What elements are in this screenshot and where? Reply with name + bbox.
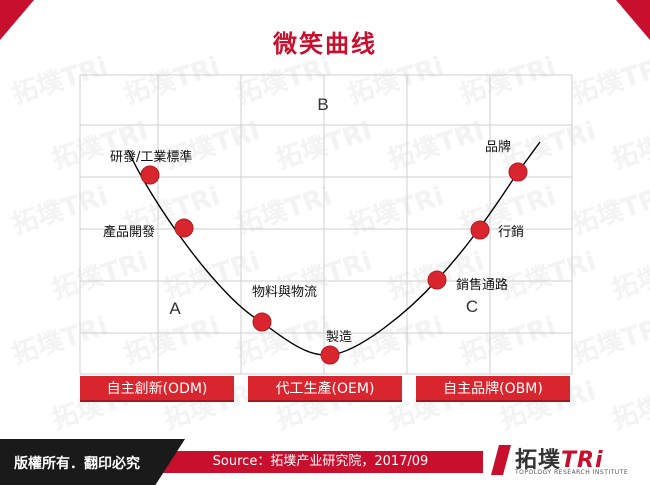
- curve-point-logistics: [252, 312, 272, 332]
- smile-curve: [127, 141, 541, 356]
- logo-chinese: 拓墣: [515, 448, 562, 473]
- region-label-a: A: [169, 299, 181, 318]
- footer: Source：拓墣产业研究院，2017/09 版權所有．翻印必究 拓墣TRi T…: [0, 439, 650, 485]
- logo-text: 拓墣TRi: [515, 442, 604, 474]
- logo-tri: TRi: [561, 448, 604, 473]
- point-label-sales-channel: 銷售通路: [456, 277, 508, 293]
- footer-source-bar: [158, 451, 483, 473]
- phase-odm: 自主創新(ODM): [80, 376, 234, 402]
- point-label-product-dev: 產品開發: [103, 224, 155, 240]
- point-label-marketing: 行銷: [498, 224, 524, 240]
- curve-point-marketing: [470, 220, 490, 240]
- curve-point-product-dev: [174, 218, 194, 238]
- region-label-c: C: [466, 297, 478, 316]
- point-label-logistics: 物料與物流: [252, 285, 317, 300]
- grid: [79, 74, 573, 375]
- logo-mark-icon: [491, 445, 511, 475]
- footer-logo: 拓墣TRi TOPOLOGY RESEARCH INSTITUTE: [485, 439, 650, 485]
- footer-source: Source：拓墣产业研究院，2017/09: [212, 454, 429, 469]
- point-label-rd: 研發/工業標準: [110, 149, 192, 165]
- curve-point-sales-channel: [427, 270, 447, 290]
- phase-obm: 自主品牌(OBM): [416, 376, 570, 402]
- logo-subtitle: TOPOLOGY RESEARCH INSTITUTE: [515, 469, 629, 476]
- footer-copyright-bar: [0, 439, 185, 485]
- curve-point-brand: [508, 162, 528, 182]
- region-label-b: B: [317, 95, 328, 114]
- phase-oem: 代工生產(OEM): [248, 376, 402, 402]
- footer-copyright: 版權所有．翻印必究: [14, 456, 140, 472]
- curve-point-manufacturing: [320, 345, 340, 365]
- point-label-manufacturing: 製造: [326, 330, 352, 345]
- point-label-brand: 品牌: [485, 139, 511, 155]
- page-title: 微笑曲线: [273, 29, 377, 58]
- curve-point-rd: [140, 165, 160, 185]
